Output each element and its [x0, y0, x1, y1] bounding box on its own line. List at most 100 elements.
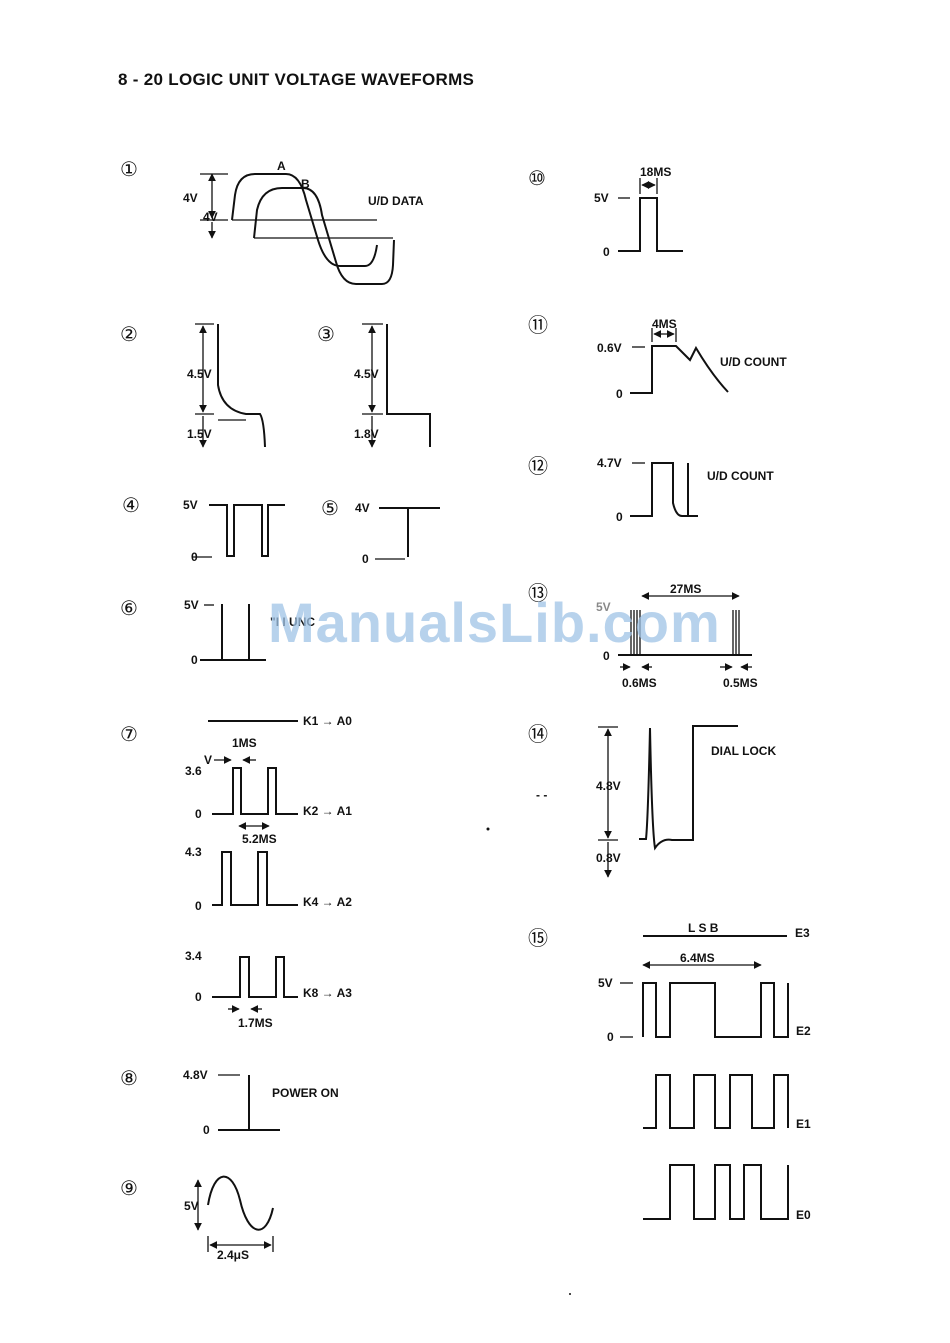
label-period: 27MS	[670, 582, 701, 596]
stray-mark: - -	[536, 788, 547, 802]
waveform-14: ⑭ 4.8V 0.8V DIAL LOCK - -	[528, 723, 776, 878]
label-amp: 5V	[184, 1199, 199, 1213]
label-k4: K4 → A2	[303, 895, 352, 909]
label-high: 5V	[598, 976, 613, 990]
waveform-1: ① A B 4V 4V U/D DATA	[120, 159, 424, 285]
waveform-7: ⑦ K1 → A0 1MS V 3.6 0 K2 → A1 5.2MS 4.3 …	[120, 714, 352, 1030]
waveform-11: ⑪ 4MS 0.6V 0 U/D COUNT	[528, 314, 787, 401]
label-e2: E2	[796, 1024, 811, 1038]
label-gap: 1.7MS	[238, 1016, 273, 1030]
label-zero: 0	[603, 245, 610, 259]
step-trace	[386, 324, 431, 447]
label-period: 5.2MS	[242, 832, 277, 846]
label-high: 4.7V	[597, 456, 622, 470]
label-v2: 4.3	[185, 845, 202, 859]
label-high: 5V	[184, 598, 199, 612]
label-a: A	[277, 159, 286, 173]
label-width: 4MS	[652, 317, 677, 331]
label-low: 1.8V	[354, 427, 379, 441]
pulse-trace	[209, 504, 285, 557]
label-v-unit: V	[204, 753, 212, 767]
label-dial-lock: DIAL LOCK	[711, 744, 776, 758]
label-zero: 0	[203, 1123, 210, 1137]
waveform-number-15: ⑮	[528, 927, 548, 950]
label-high: 4V	[355, 501, 370, 515]
waveform-number-4: ④	[122, 495, 140, 517]
label-zero: 0	[191, 653, 198, 667]
label-amp-b: 4V	[203, 210, 218, 224]
waveform-9: ⑨ 5V 2.4μS	[120, 1175, 274, 1262]
label-width: 18MS	[640, 165, 671, 179]
label-high: 4.5V	[187, 367, 212, 381]
burst-2	[732, 610, 740, 655]
waveform-12: ⑫ 4.7V 0 U/D COUNT	[528, 455, 774, 524]
sine-a	[231, 173, 378, 267]
e1-trace	[643, 1074, 789, 1129]
k2-trace	[212, 767, 298, 815]
label-high: 4.5V	[354, 367, 379, 381]
pulse-trace	[618, 197, 683, 252]
label-signal: "I I UNC	[270, 615, 315, 629]
label-width: 1MS	[232, 736, 257, 750]
waveform-number-2: ②	[120, 324, 138, 346]
pulse-trace	[200, 604, 266, 661]
label-zero1: 0	[195, 807, 202, 821]
label-period: 2.4μS	[217, 1248, 249, 1262]
waveform-number-11: ⑪	[528, 314, 548, 337]
label-zero: 0	[616, 387, 623, 401]
waveform-number-13: ⑬	[528, 582, 548, 605]
waveform-8: ⑧ 4.8V 0 POWER ON	[120, 1068, 339, 1137]
waveform-number-9: ⑨	[120, 1178, 138, 1200]
waveform-number-6: ⑥	[120, 598, 138, 620]
k8-trace	[212, 956, 298, 998]
label-ud-count: U/D COUNT	[707, 469, 774, 483]
label-high: 5V	[594, 191, 609, 205]
label-high: 5V	[183, 498, 198, 512]
label-period: 6.4MS	[680, 951, 715, 965]
waveform-number-3: ③	[317, 324, 335, 346]
waveform-3: ③ 4.5V 1.8V	[317, 323, 431, 448]
label-zero3: 0	[195, 990, 202, 1004]
label-k8: K8 → A3	[303, 986, 352, 1000]
drop-trace	[379, 507, 440, 557]
label-low: 1.5V	[187, 427, 212, 441]
waveform-13: ⑬ 27MS 5V 0 0.6MS 0.5MS	[528, 582, 758, 690]
label-power-on: POWER ON	[272, 1086, 339, 1100]
burst-1	[630, 610, 641, 655]
scan-speck	[569, 1293, 571, 1295]
count-trace	[630, 462, 698, 517]
label-e1: E1	[796, 1117, 811, 1131]
label-ud-count: U/D COUNT	[720, 355, 787, 369]
k4-trace	[212, 851, 298, 906]
label-zero2: 0	[195, 899, 202, 913]
waveform-number-1: ①	[120, 159, 138, 181]
label-v3: 3.4	[185, 949, 202, 963]
waveform-6: ⑥ 5V 0 "I I UNC	[120, 598, 315, 667]
dial-lock-trace	[639, 725, 738, 851]
waveform-number-8: ⑧	[120, 1068, 138, 1090]
e0-trace	[643, 1164, 789, 1220]
label-burst1: 0.6MS	[622, 676, 657, 690]
page-title: 8 - 20 LOGIC UNIT VOLTAGE WAVEFORMS	[118, 70, 475, 89]
waveform-number-10: ⑩	[528, 168, 546, 190]
label-burst2: 0.5MS	[723, 676, 758, 690]
waveform-10: ⑩ 18MS 5V 0	[528, 165, 683, 259]
label-zero: 0	[191, 550, 198, 564]
label-v1: 3.6	[185, 764, 202, 778]
waveform-2: ② 4.5V 1.5V	[120, 323, 266, 448]
label-zero: 0	[603, 649, 610, 663]
label-zero: 0	[607, 1030, 614, 1044]
label-high: 4.8V	[183, 1068, 208, 1082]
waveform-number-7: ⑦	[120, 724, 138, 746]
label-ud-data: U/D DATA	[368, 194, 424, 208]
waveform-5: ⑤ 4V 0	[321, 498, 440, 566]
label-e0: E0	[796, 1208, 811, 1222]
label-e3: E3	[795, 926, 810, 940]
label-k2: K2 → A1	[303, 804, 352, 818]
watermark: ManualsLib.com	[268, 591, 721, 654]
label-high: 5V	[596, 600, 611, 614]
label-b: B	[301, 177, 310, 191]
sine-trace	[207, 1175, 274, 1231]
